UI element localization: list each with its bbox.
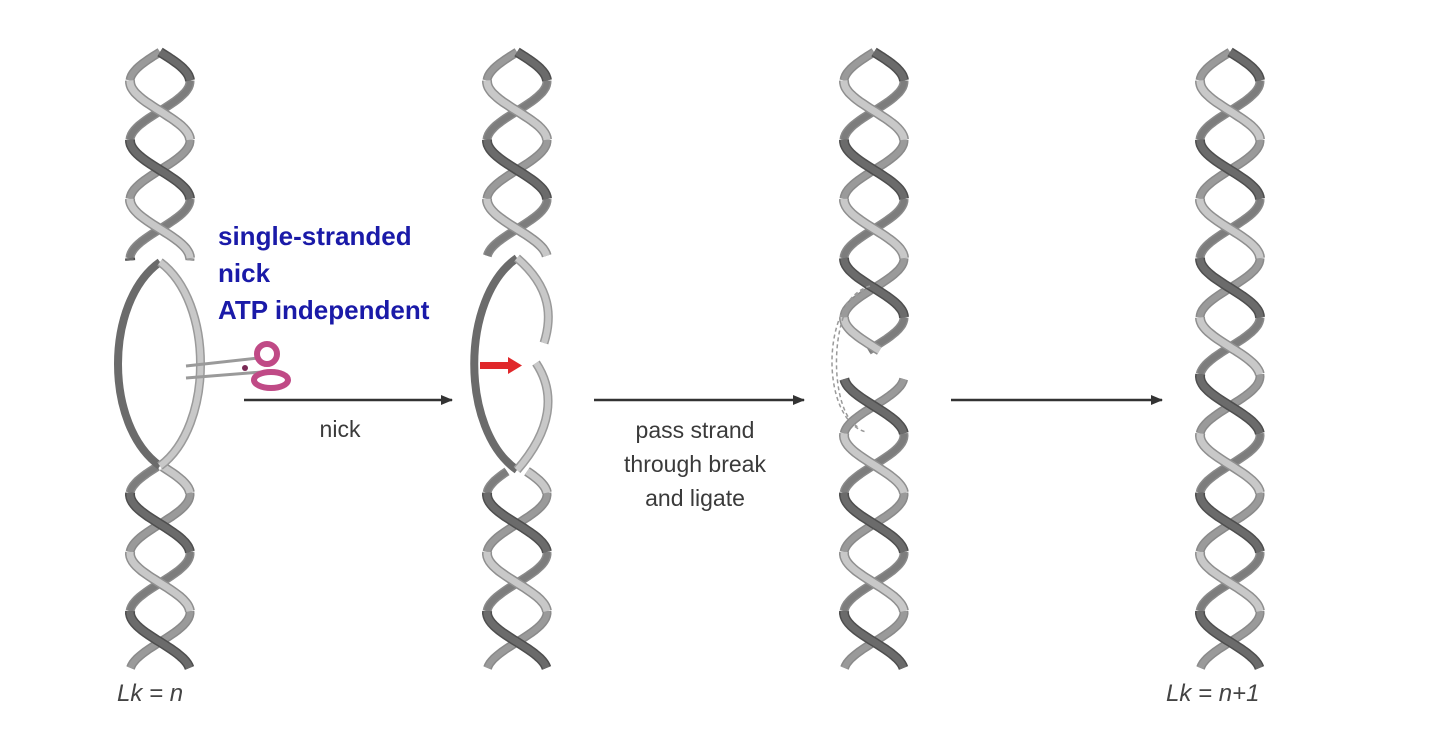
- strand-front: [1196, 316, 1264, 376]
- strand-front: [1196, 491, 1264, 553]
- strand-front: [1196, 197, 1264, 260]
- linking-number-start: Lk = n: [117, 680, 184, 707]
- strand-front: [872, 49, 908, 82]
- strand-front: [1196, 373, 1264, 435]
- strand-back-fill: [841, 49, 876, 82]
- strand-front: [840, 550, 908, 613]
- ghost-strand-path: [831, 285, 871, 433]
- strand-front: [840, 491, 908, 553]
- strand-front: [483, 550, 551, 613]
- strand-front: [515, 49, 551, 82]
- annotation-line-2: nick: [218, 258, 271, 288]
- strand-back-fill: [484, 468, 509, 494]
- step-label-pass-strand: pass strand through break and ligate: [590, 413, 800, 515]
- dna-helix-strand-passage: [831, 47, 909, 671]
- strand-front: [160, 463, 194, 494]
- strand-front: [126, 550, 194, 613]
- strand-front: [1196, 79, 1264, 141]
- strand-front: [1228, 49, 1264, 82]
- strand-front: [840, 79, 908, 141]
- bubble-left-strand: [114, 258, 163, 470]
- step-label-line-2: through break: [624, 451, 766, 477]
- strand-front: [525, 468, 551, 494]
- strand-front: [840, 197, 908, 260]
- dna-helix-relaxed-bubble: [114, 47, 205, 671]
- strand-front: [840, 316, 882, 354]
- strand-back-fill: [1197, 49, 1232, 82]
- annotation-line-1: single-stranded: [218, 221, 412, 251]
- strand-front: [126, 610, 193, 670]
- annotation-line-3: ATP independent: [218, 295, 430, 325]
- strand-front: [1196, 432, 1264, 494]
- strand-front: [483, 491, 551, 553]
- step-label-nick: nick: [319, 416, 361, 442]
- strand-front: [840, 610, 907, 670]
- nicked-strand-lower: [514, 361, 551, 472]
- strand-back-fill: [127, 49, 162, 82]
- strand-front: [126, 79, 194, 141]
- strand-back-fill: [484, 49, 519, 82]
- strand-front: [840, 257, 908, 319]
- strand-front: [840, 377, 908, 435]
- strand-front: [483, 197, 551, 257]
- strand-front: [1196, 257, 1264, 319]
- strand-front: [1196, 610, 1263, 670]
- annotation-text: single-stranded nick ATP independent: [218, 218, 429, 329]
- dna-helix-nicked: [470, 47, 553, 671]
- strand-front: [1196, 550, 1264, 613]
- strand-front: [126, 491, 194, 553]
- strand-front: [126, 197, 194, 260]
- step-label-line-1: pass strand: [635, 417, 755, 443]
- scissors-icon: [185, 341, 291, 391]
- linking-number-end: Lk = n+1: [1166, 680, 1260, 707]
- strand-front: [840, 138, 908, 200]
- ghost-strand-path: [835, 289, 865, 429]
- strand-back-fill: [127, 464, 160, 494]
- strand-front: [1196, 138, 1264, 200]
- strand-front: [483, 79, 551, 141]
- dna-helix-final: [1195, 47, 1265, 671]
- step-label-line-3: and ligate: [645, 485, 745, 511]
- nicked-strand-upper: [515, 255, 552, 344]
- strand-front: [158, 49, 194, 82]
- strand-front: [483, 610, 550, 670]
- strand-front: [126, 138, 194, 200]
- strand-front: [840, 432, 908, 494]
- bubble-left-strand: [470, 254, 520, 474]
- nick-arrow-icon: [480, 357, 522, 374]
- strand-front: [483, 138, 551, 200]
